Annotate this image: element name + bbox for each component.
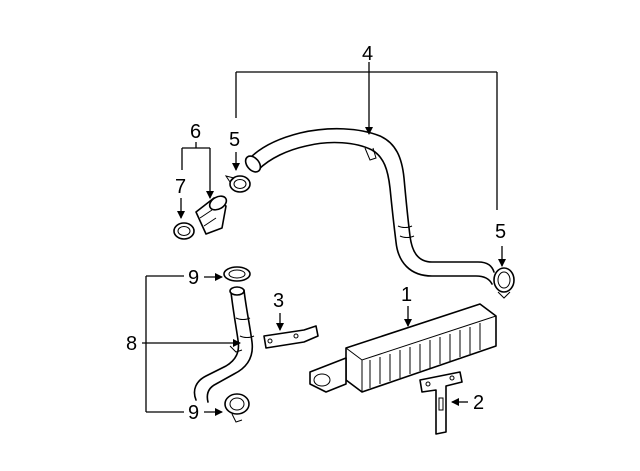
outlet-adapter-6 bbox=[195, 195, 228, 235]
callout-6-label: 6 bbox=[190, 121, 201, 143]
callout-5-label-right: 5 bbox=[495, 221, 506, 243]
callout-8-label: 8 bbox=[126, 333, 137, 355]
intercooler-1 bbox=[309, 303, 497, 393]
lower-hose-8 bbox=[193, 286, 255, 403]
upper-hose bbox=[244, 127, 495, 285]
callout-9-label-top: 9 bbox=[188, 267, 199, 289]
bracket-3 bbox=[263, 325, 319, 349]
hose-clamp-5-left bbox=[224, 175, 251, 193]
mounting-bracket-2 bbox=[419, 371, 463, 435]
seal-ring-7 bbox=[173, 222, 195, 240]
callout-1-label: 1 bbox=[401, 284, 412, 306]
callout-6-leader bbox=[181, 142, 214, 199]
callout-7-label: 7 bbox=[175, 176, 186, 198]
callout-8-leader bbox=[142, 275, 241, 413]
callout-9-label-bottom: 9 bbox=[188, 402, 199, 424]
callout-2-label: 2 bbox=[473, 392, 484, 414]
callout-5-label-left: 5 bbox=[229, 129, 240, 151]
hose-clamp-5-right bbox=[493, 267, 515, 299]
callout-4-leader bbox=[235, 62, 498, 210]
hose-clamp-9-bottom bbox=[224, 393, 250, 423]
hose-clamp-9-top bbox=[223, 266, 251, 282]
callout-4-label: 4 bbox=[362, 43, 373, 65]
callout-3-label: 3 bbox=[273, 290, 284, 312]
